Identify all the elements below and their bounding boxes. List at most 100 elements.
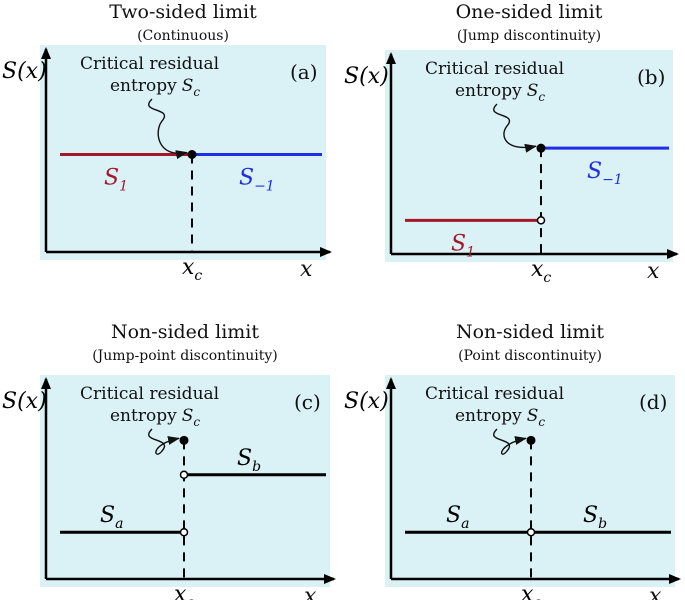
panel-title: Non-sided limit <box>111 321 259 343</box>
critical-point <box>179 435 189 445</box>
x-axis-label: x <box>647 259 660 284</box>
x-tick-label-xc-symbol: x <box>182 255 195 280</box>
panel-b: One-sided limit(Jump discontinuity)S(x)x… <box>344 1 679 286</box>
segment-label-left-symbol: S <box>451 231 466 256</box>
segment-label-right-symbol: S <box>239 166 254 191</box>
segment-label-right: Sb <box>583 503 607 532</box>
panel-tag: (c) <box>294 390 321 414</box>
annotation-subscript: c <box>193 85 200 99</box>
segment-label-left: S1 <box>104 166 128 195</box>
x-tick-label-xc: xc <box>182 255 202 284</box>
segment-label-left-symbol: S <box>446 503 461 528</box>
panel-c: Non-sided limit (Jump-point discontinuity… <box>2 321 336 600</box>
segment-label-right-subscript: b <box>252 459 261 475</box>
open-point <box>526 527 536 537</box>
segment-label-left-subscript: 1 <box>466 244 475 260</box>
plot-area-background <box>385 50 673 262</box>
annotation-symbol: S <box>527 406 539 426</box>
panel-title: Two-sided limit <box>109 1 257 23</box>
y-axis-label-arg: (x) <box>359 389 389 414</box>
y-axis-label: S(x) <box>344 389 389 414</box>
annotation-arrow <box>493 103 537 153</box>
x-tick-label-xc-symbol: x <box>521 582 534 600</box>
annotation-symbol: S <box>527 81 539 101</box>
annotation-line1: Critical residual <box>80 54 219 74</box>
annotation-word: entropy <box>455 406 522 426</box>
y-axis-label-symbol: S <box>344 64 359 89</box>
segment-label-right: S−1 <box>239 166 275 195</box>
critical-point <box>187 150 197 159</box>
critical-point <box>536 143 546 153</box>
segment-label-right-subscript: −1 <box>602 172 623 188</box>
y-axis-label-symbol: S <box>344 389 359 414</box>
y-axis-label: S(x) <box>344 64 389 89</box>
panel-d: Non-sided limit(Point discontinuity)S(x)… <box>344 321 681 600</box>
x-tick-label-xc-symbol: x <box>174 582 187 600</box>
segment-label-left-subscript: a <box>461 516 469 532</box>
y-axis-label-symbol: S <box>2 389 17 414</box>
y-axis-label: S(x) <box>2 389 47 414</box>
panel-tag: (a) <box>290 60 318 84</box>
panel-title: Non-sided limit <box>456 321 604 343</box>
annotation-arrow <box>148 98 188 160</box>
annotation-word: entropy <box>455 81 522 101</box>
segment-label-left-subscript: a <box>115 516 123 532</box>
segment-label-left-symbol: S <box>104 166 119 191</box>
y-axis-label-arg: (x) <box>17 59 47 84</box>
x-axis-label: x <box>300 257 313 282</box>
x-tick-label-xc-symbol: x <box>531 257 544 282</box>
open-point <box>536 216 546 225</box>
annotation-line1: Critical residual <box>425 59 564 79</box>
y-axis-label-symbol: S <box>2 59 17 84</box>
open-point <box>179 470 189 480</box>
segment-label-right: S−1 <box>587 159 623 188</box>
segment-label-right-subscript: −1 <box>254 179 275 195</box>
annotation-subscript: c <box>538 90 545 104</box>
y-axis-label: S(x) <box>2 59 47 84</box>
x-tick-label-xc-subscript: c <box>186 595 194 600</box>
segment-label-right-symbol: S <box>237 446 252 471</box>
x-tick-label-xc: xc <box>174 582 194 600</box>
panel-subtitle: (Point discontinuity) <box>458 348 602 364</box>
annotation-line1: Critical residual <box>425 384 564 404</box>
panel-tag: (d) <box>639 390 667 414</box>
annotation-subscript: c <box>538 415 545 429</box>
panel-subtitle: (Jump discontinuity) <box>457 28 601 44</box>
panel-title: One-sided limit <box>456 1 603 23</box>
segment-label-right-symbol: S <box>583 503 598 528</box>
x-tick-label-xc-subscript: c <box>543 270 551 286</box>
x-axis-label: x <box>304 584 317 600</box>
annotation-arrow <box>493 428 527 455</box>
annotation-line1: Critical residual <box>80 384 219 404</box>
open-point <box>179 527 189 537</box>
annotation-symbol: S <box>182 76 194 96</box>
x-tick-label-xc-subscript: c <box>533 595 541 600</box>
panel-tag: (b) <box>637 65 665 89</box>
y-axis-label-arg: (x) <box>17 389 47 414</box>
critical-point <box>526 435 536 445</box>
x-axis-label: x <box>649 584 662 600</box>
annotation-arrow <box>148 428 180 455</box>
segment-label-left: S1 <box>451 231 475 260</box>
panel-subtitle: (Jump-point discontinuity) <box>92 348 278 364</box>
annotation-word: entropy <box>110 406 177 426</box>
segment-label-left: Sa <box>100 503 123 532</box>
x-tick-label-xc: xc <box>521 582 541 600</box>
y-axis-label-arg: (x) <box>359 64 389 89</box>
annotation-symbol: S <box>182 406 194 426</box>
x-tick-label-xc: xc <box>531 257 551 286</box>
annotation-subscript: c <box>193 415 200 429</box>
segment-label-left-subscript: 1 <box>119 179 128 195</box>
segment-label-right-subscript: b <box>598 516 607 532</box>
segment-label-right: Sb <box>237 446 261 475</box>
segment-label-right-symbol: S <box>587 159 602 184</box>
segment-label-left-symbol: S <box>100 503 115 528</box>
segment-label-left: Sa <box>446 503 469 532</box>
annotation-word: entropy <box>110 76 177 96</box>
